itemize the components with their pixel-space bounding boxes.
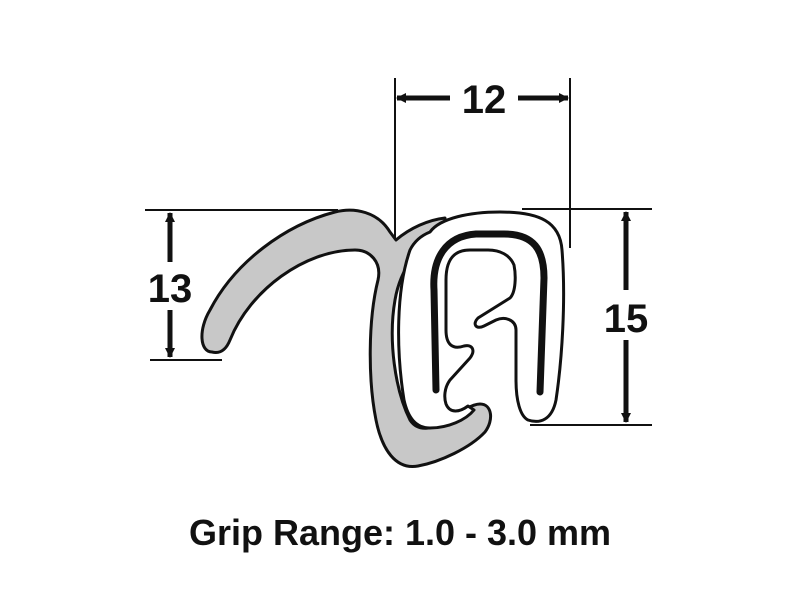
- dim-12-label: 12: [462, 78, 507, 122]
- grip-range-caption: Grip Range: 1.0 - 3.0 mm: [188, 512, 612, 553]
- dim-15-label: 15: [604, 297, 649, 341]
- clip-outer-body: [397, 210, 566, 430]
- metal-carrier: [430, 230, 548, 396]
- dim-13-label: 13: [148, 267, 193, 311]
